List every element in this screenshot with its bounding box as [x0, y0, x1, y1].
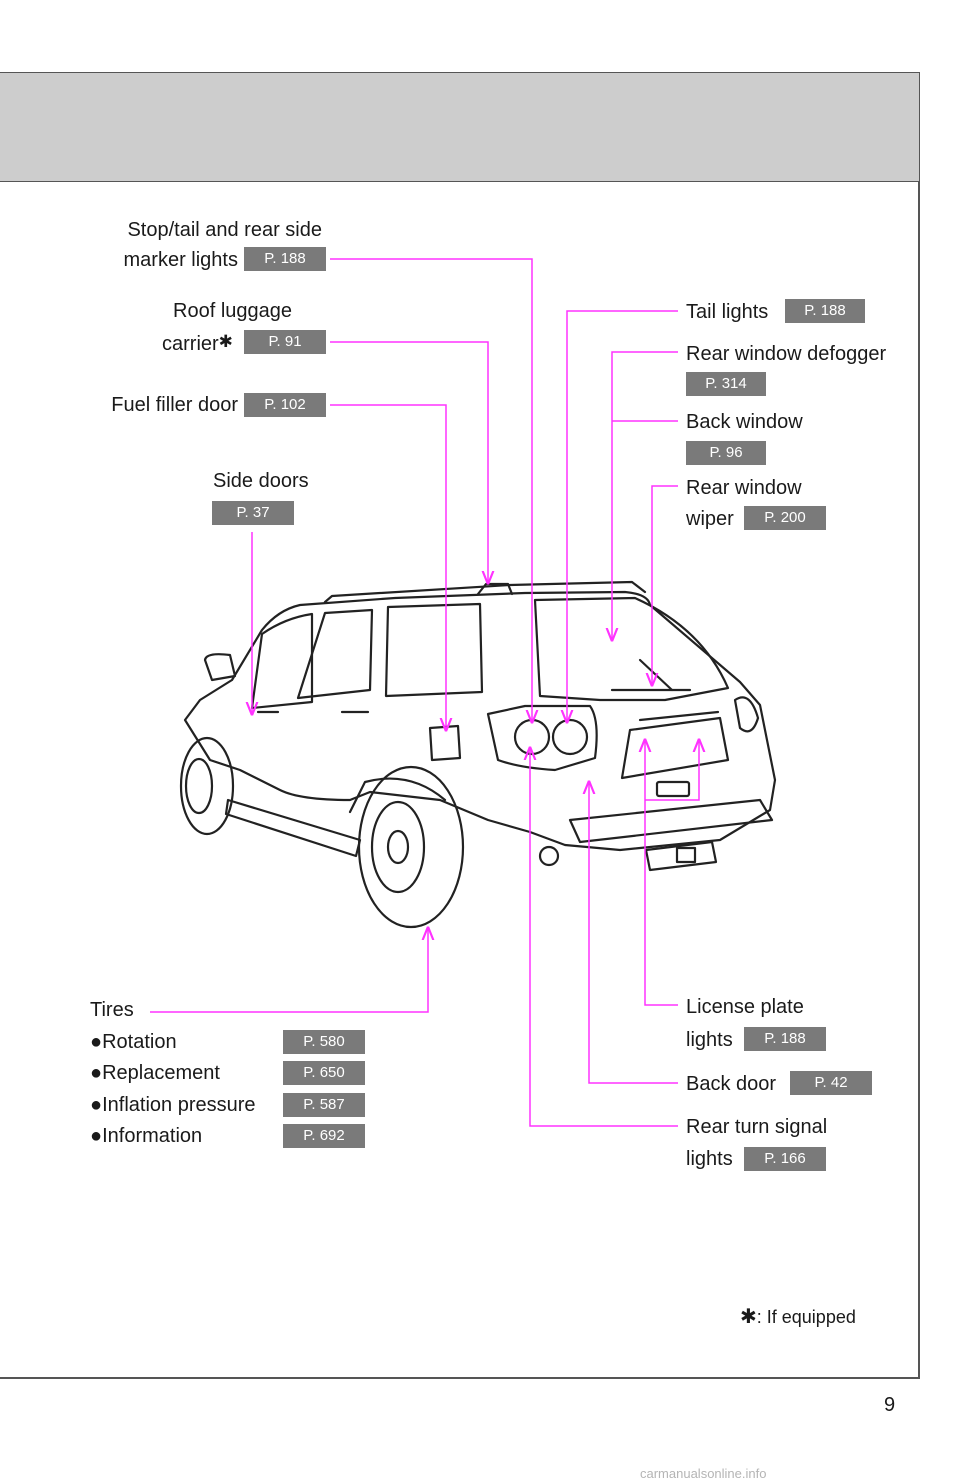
label-rear-wiper-line2: wiper: [686, 508, 734, 530]
label-rear-wiper-line1: Rear window: [686, 477, 802, 499]
leader-tail-lights: [567, 310, 678, 722]
label-back-door: Back door: [686, 1073, 777, 1095]
page-ref-tail-lights[interactable]: P. 188: [785, 299, 865, 323]
bullet-icon: ●: [90, 1031, 103, 1053]
tires-item-replacement: ●Replacement: [90, 1062, 220, 1084]
label-side-doors: Side doors: [213, 470, 309, 492]
page-ref-roof-luggage[interactable]: P. 91: [244, 330, 326, 354]
page-ref-rear-defogger[interactable]: P. 314: [686, 372, 766, 396]
frame-right: [918, 182, 920, 1378]
leader-stop-tail: [330, 258, 532, 722]
if-equipped-mark: ✱: [218, 332, 233, 351]
page-ref-rear-turn[interactable]: P. 166: [744, 1147, 826, 1171]
label-rear-turn-line2: lights: [686, 1148, 733, 1170]
leader-license-plate: [645, 740, 678, 1006]
leader-tires: [150, 928, 428, 1013]
page-ref-tires-replacement[interactable]: P. 650: [283, 1061, 365, 1085]
leader-fuel-filler: [330, 404, 446, 730]
tires-item-inflation: ●Inflation pressure: [90, 1094, 256, 1116]
label-license-plate-line1: License plate: [686, 996, 804, 1018]
label-roof-luggage-line2: carrier✱: [162, 332, 233, 355]
label-rear-turn-line1: Rear turn signal: [686, 1116, 828, 1138]
watermark: carmanualsonline.info: [640, 1466, 767, 1481]
bullet-icon: ●: [90, 1094, 103, 1116]
leader-rear-defogger: [612, 351, 678, 640]
page-ref-rear-wiper[interactable]: P. 200: [744, 506, 826, 530]
label-license-plate-line2: lights: [686, 1029, 733, 1051]
if-equipped-mark: ✱: [740, 1306, 757, 1328]
footnote: ✱: If equipped: [740, 1306, 856, 1328]
header-band: [0, 72, 920, 182]
leader-back-door: [589, 782, 678, 1084]
leader-rear-wiper: [652, 485, 678, 685]
label-back-window: Back window: [686, 411, 803, 433]
label-rear-defogger: Rear window defogger: [686, 343, 887, 365]
page-ref-fuel-filler[interactable]: P. 102: [244, 393, 326, 417]
page-ref-tires-inflation[interactable]: P. 587: [283, 1093, 365, 1117]
page-ref-back-door[interactable]: P. 42: [790, 1071, 872, 1095]
page-ref-license-plate[interactable]: P. 188: [744, 1027, 826, 1051]
page-ref-side-doors[interactable]: P. 37: [212, 501, 294, 525]
label-tail-lights: Tail lights: [686, 301, 769, 323]
label-tires: Tires: [90, 999, 134, 1021]
leader-lines: [150, 258, 699, 1127]
suv-drawing: [179, 580, 777, 929]
leader-rear-turn: [530, 748, 678, 1127]
label-stop-tail-line2: marker lights: [123, 249, 238, 271]
tires-item-information: ●Information: [90, 1125, 203, 1147]
leader-roof-luggage: [330, 341, 488, 583]
bullet-icon: ●: [90, 1125, 103, 1147]
page-ref-tires-rotation[interactable]: P. 580: [283, 1030, 365, 1054]
page-ref-tires-information[interactable]: P. 692: [283, 1124, 365, 1148]
bullet-icon: ●: [90, 1062, 103, 1084]
page-ref-back-window[interactable]: P. 96: [686, 441, 766, 465]
label-stop-tail-line1: Stop/tail and rear side: [127, 219, 322, 241]
label-roof-luggage-line1: Roof luggage: [173, 300, 292, 322]
page-ref-stop-tail[interactable]: P. 188: [244, 247, 326, 271]
frame-bottom: [0, 1377, 920, 1379]
page-number: 9: [884, 1394, 896, 1416]
label-fuel-filler: Fuel filler door: [111, 394, 238, 416]
tires-item-rotation: ●Rotation: [90, 1031, 177, 1053]
leader-license-plate-right: [645, 740, 699, 801]
